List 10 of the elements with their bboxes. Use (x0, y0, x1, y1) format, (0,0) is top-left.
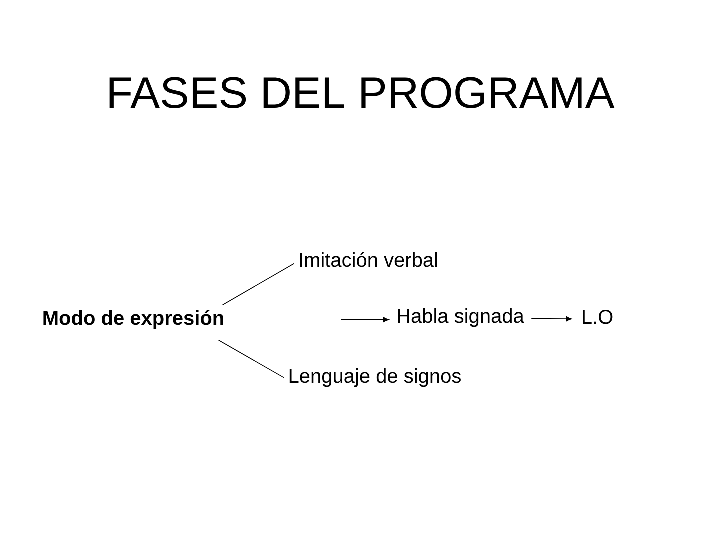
title: FASES DEL PROGRAMA (110, 77, 615, 108)
connector-line (222, 263, 295, 306)
connector-line (218, 340, 284, 378)
arrow (531, 316, 572, 322)
text-label: Lenguaje de signos (290, 368, 461, 388)
text-label: Habla signada (398, 308, 524, 328)
text-label: L.O (583, 310, 613, 324)
arrow (340, 317, 390, 322)
text-label: Imitación verbal (300, 252, 438, 268)
text-label: Modo de expresión (44, 310, 224, 330)
